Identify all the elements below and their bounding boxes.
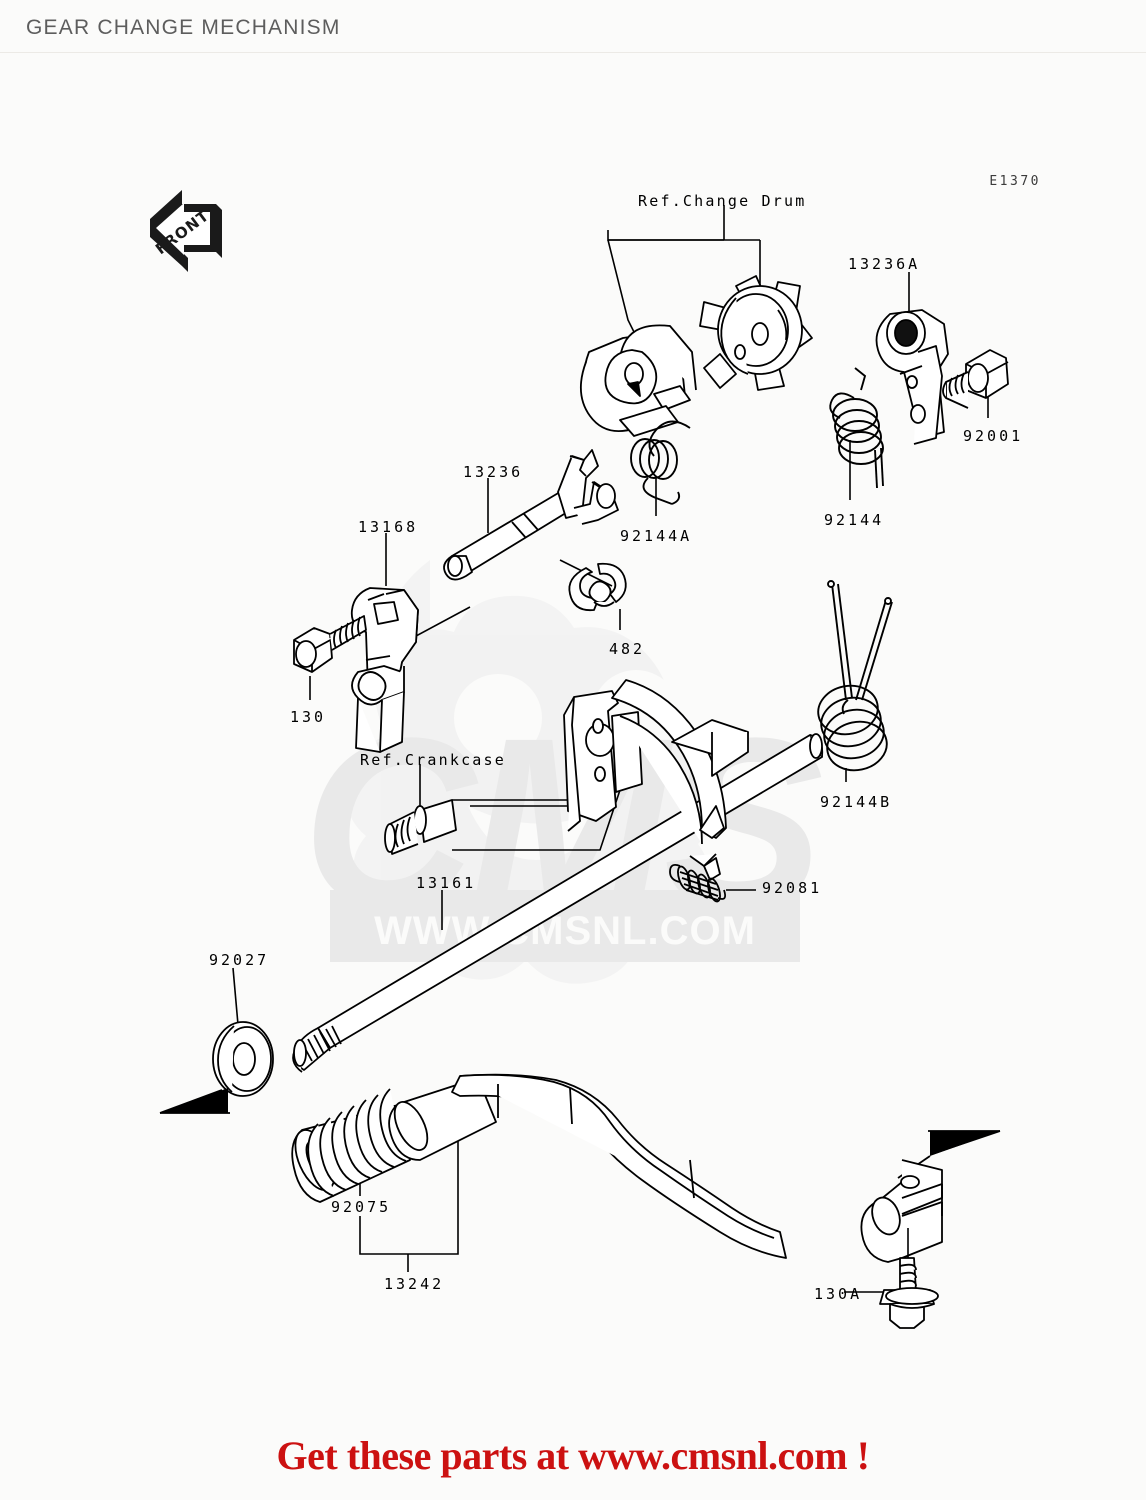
part-92075-rubber-pedal-grip (291, 1088, 411, 1203)
part-92027-collar-washer (212, 1021, 274, 1097)
part-130A-pinch-bolt (879, 1257, 939, 1329)
label-ref-change-drum: Ref.Change Drum (638, 192, 807, 210)
leader-lines-change-drum (607, 205, 761, 333)
callout-92075: 92075 (331, 1198, 392, 1216)
callout-13236A: 13236A (848, 255, 921, 273)
parts-diagram: CMS WWW.CMSNL.COM FRONT (150, 190, 1009, 1329)
svg-text:WWW.CMSNL.COM: WWW.CMSNL.COM (374, 909, 756, 953)
part-shift-arm-pawl-plate (563, 679, 749, 881)
callout-13236: 13236 (463, 463, 524, 481)
part-92001-flange-bolt (942, 349, 1009, 409)
part-92144-torsion-spring (829, 367, 884, 489)
callout-92144A: 92144A (620, 527, 693, 545)
callout-92144B: 92144B (820, 793, 893, 811)
callout-130A: 130A (814, 1285, 863, 1303)
part-change-drum-cam-plate (580, 324, 697, 437)
page-title: GEAR CHANGE MECHANISM (26, 16, 341, 39)
part-482-e-ring-circlip (568, 562, 627, 612)
callout-130: 130 (290, 708, 327, 726)
part-92081-coil-spring (669, 863, 727, 903)
footer-promo-text: Get these parts at www.cmsnl.com ! (276, 1433, 870, 1478)
callout-482: 482 (609, 640, 646, 658)
plate-code: E1370 (989, 174, 1041, 189)
callout-13168: 13168 (358, 518, 419, 536)
part-92144B-return-spring-large (817, 580, 893, 772)
callout-92027: 92027 (209, 951, 270, 969)
part-13236A-change-lever-arm (875, 309, 949, 445)
title-divider (0, 52, 1146, 53)
callout-13242: 13242 (384, 1275, 445, 1293)
part-130-flange-bolt (293, 615, 367, 673)
callout-13161: 13161 (416, 874, 477, 892)
part-change-drum-positioner (699, 275, 813, 391)
assembly-direction-arrows (159, 1088, 1001, 1179)
front-direction-arrow-icon: FRONT (150, 190, 222, 272)
part-13168-shift-lever-plate (350, 587, 419, 753)
label-ref-crankcase: Ref.Crankcase (360, 751, 506, 769)
part-ref-crankcase-dowel (384, 799, 457, 855)
part-13242-gear-change-pedal (388, 1073, 943, 1263)
part-92144A-torsion-spring-small (630, 420, 691, 505)
part-13236-change-shaft-lever (443, 449, 619, 581)
callout-92081: 92081 (762, 879, 823, 897)
callout-92001: 92001 (963, 427, 1024, 445)
callout-92144: 92144 (824, 511, 885, 529)
